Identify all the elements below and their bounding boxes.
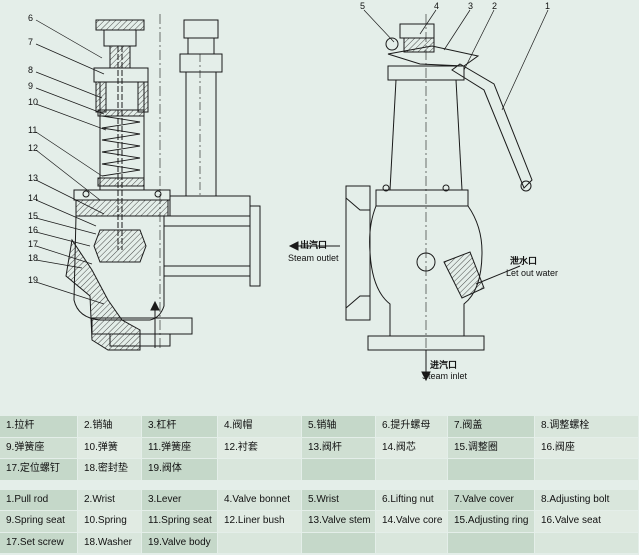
part-cell: 16.阀座 xyxy=(535,437,639,459)
part-cell: 2.Wrist xyxy=(78,489,142,511)
part-cell: 11.Spring seat xyxy=(142,511,218,533)
parts-list: 1.拉杆 2.销轴 3.杠杆 4.阀帽 5.销轴 6.提升螺母 7.阀盖 8.调… xyxy=(0,416,639,555)
part-cell: 17.定位螺钉 xyxy=(0,459,78,481)
part-cell: 9.Spring seat xyxy=(0,511,78,533)
leader-lines-right xyxy=(363,9,549,111)
part-cell: 13.Valve stem xyxy=(302,511,376,533)
part-cell: 11.弹簧座 xyxy=(142,437,218,459)
callout-12: 12 xyxy=(28,143,39,153)
callout-2: 2 xyxy=(492,1,498,11)
steam-inlet-label-en: Steam inlet xyxy=(422,371,468,381)
callout-9: 9 xyxy=(28,81,34,91)
valve-drawing: 6 7 8 9 10 11 12 13 14 15 16 17 18 19 5 … xyxy=(28,1,559,382)
part-cell: 5.Wrist xyxy=(302,489,376,511)
leader-lines-left xyxy=(35,19,107,305)
parts-row-cn-1: 1.拉杆 2.销轴 3.杠杆 4.阀帽 5.销轴 6.提升螺母 7.阀盖 8.调… xyxy=(0,416,639,438)
part-cell xyxy=(302,532,376,554)
callout-6: 6 xyxy=(28,13,34,23)
part-cell: 4.阀帽 xyxy=(218,416,302,438)
elevation-view xyxy=(288,14,533,382)
part-cell: 7.阀盖 xyxy=(448,416,535,438)
valve-drawing-svg xyxy=(35,9,549,382)
part-cell: 19.Valve body xyxy=(142,532,218,554)
part-cell: 7.Valve cover xyxy=(448,489,535,511)
part-cell: 14.阀芯 xyxy=(376,437,448,459)
part-cell: 5.销轴 xyxy=(302,416,376,438)
callout-15: 15 xyxy=(28,211,39,221)
steam-outlet-label-cn: 出汽口 xyxy=(300,240,328,250)
part-cell xyxy=(448,459,535,481)
part-cell: 8.Adjusting bolt xyxy=(535,489,639,511)
part-cell: 16.Valve seat xyxy=(535,511,639,533)
part-cell: 6.Lifting nut xyxy=(376,489,448,511)
steam-inlet-label-cn: 进汽口 xyxy=(430,360,458,370)
part-cell: 15.调整圈 xyxy=(448,437,535,459)
callout-13: 13 xyxy=(28,173,39,183)
callout-10: 10 xyxy=(28,97,39,107)
callout-11: 11 xyxy=(28,125,38,135)
part-cell xyxy=(302,459,376,481)
callout-1: 1 xyxy=(545,1,551,11)
part-cell: 8.调整螺栓 xyxy=(535,416,639,438)
part-cell: 12.Liner bush xyxy=(218,511,302,533)
let-out-water-label-en: Let out water xyxy=(506,268,559,278)
callout-14: 14 xyxy=(28,193,39,203)
part-cell: 15.Adjusting ring xyxy=(448,511,535,533)
callout-5: 5 xyxy=(360,1,366,11)
part-cell xyxy=(218,459,302,481)
callout-19: 19 xyxy=(28,275,39,285)
callout-4: 4 xyxy=(434,1,440,11)
let-out-water-label-cn: 泄水口 xyxy=(510,256,538,266)
part-cell: 17.Set screw xyxy=(0,532,78,554)
part-cell: 2.销轴 xyxy=(78,416,142,438)
callout-16: 16 xyxy=(28,225,39,235)
part-cell: 13.阀杆 xyxy=(302,437,376,459)
part-cell xyxy=(535,459,639,481)
parts-row-cn-2: 9.弹簧座 10.弹簧 11.弹簧座 12.衬套 13.阀杆 14.阀芯 15.… xyxy=(0,437,639,459)
part-cell: 1.拉杆 xyxy=(0,416,78,438)
part-cell: 18.密封垫 xyxy=(78,459,142,481)
part-cell xyxy=(535,532,639,554)
part-cell: 12.衬套 xyxy=(218,437,302,459)
callout-17: 17 xyxy=(28,239,39,249)
part-cell: 14.Valve core xyxy=(376,511,448,533)
parts-row-en-1: 1.Pull rod 2.Wrist 3.Lever 4.Valve bonne… xyxy=(0,489,639,511)
part-cell: 18.Washer xyxy=(78,532,142,554)
callout-18: 18 xyxy=(28,253,39,263)
part-cell xyxy=(376,532,448,554)
part-cell xyxy=(376,459,448,481)
callout-3: 3 xyxy=(468,1,474,11)
part-cell: 3.杠杆 xyxy=(142,416,218,438)
steam-outlet-label-en: Steam outlet xyxy=(288,253,339,263)
part-cell: 1.Pull rod xyxy=(0,489,78,511)
parts-row-en-3: 17.Set screw 18.Washer 19.Valve body xyxy=(0,532,639,554)
part-cell: 19.阀体 xyxy=(142,459,218,481)
part-cell xyxy=(218,532,302,554)
part-cell: 4.Valve bonnet xyxy=(218,489,302,511)
parts-row-cn-3: 17.定位螺钉 18.密封垫 19.阀体 xyxy=(0,459,639,481)
parts-row-en-2: 9.Spring seat 10.Spring 11.Spring seat 1… xyxy=(0,511,639,533)
part-cell: 6.提升螺母 xyxy=(376,416,448,438)
part-cell: 9.弹簧座 xyxy=(0,437,78,459)
part-cell: 3.Lever xyxy=(142,489,218,511)
part-cell: 10.Spring xyxy=(78,511,142,533)
section-view xyxy=(65,14,261,351)
callout-7: 7 xyxy=(28,37,34,47)
part-cell: 10.弹簧 xyxy=(78,437,142,459)
part-cell xyxy=(448,532,535,554)
callout-8: 8 xyxy=(28,65,34,75)
